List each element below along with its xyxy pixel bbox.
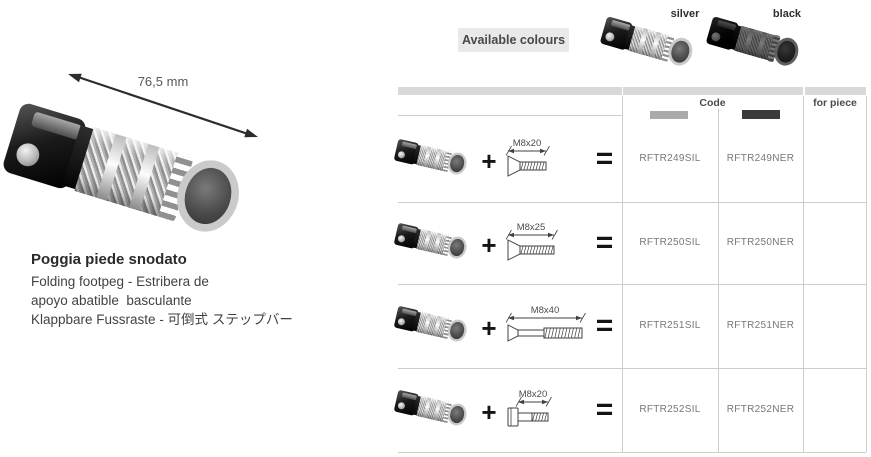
footpeg-image (1, 96, 248, 240)
table-header-strip (398, 87, 622, 95)
black-swatch (742, 110, 780, 119)
dimension-arrow: 76,5 mm (68, 73, 258, 138)
dimension-label: 76,5 mm (138, 74, 189, 89)
product-description: Folding footpeg - Estribera de apoyo aba… (31, 272, 293, 329)
code-black: RFTR252NER (726, 404, 795, 415)
colour-label-silver: silver (670, 8, 700, 20)
row-footpeg-image (393, 221, 523, 265)
table-gridline (398, 284, 866, 285)
plus-operator: + (481, 146, 497, 176)
bolt-diagram-countersunk-long: M8x40 (506, 305, 586, 342)
product-title: Poggia piede snodato (31, 251, 187, 268)
table-gridline (622, 96, 623, 452)
row-footpeg-image (393, 137, 523, 181)
bolt-size-label: M8x20 (519, 389, 548, 400)
table-gridline (718, 109, 719, 452)
bolt-size-label: M8x20 (513, 138, 542, 149)
code-header: Code (699, 97, 726, 109)
row-footpeg-image (393, 304, 523, 348)
bolt-diagram-countersunk: M8x25 (506, 222, 558, 261)
equals-operator: = (595, 226, 614, 259)
code-silver: RFTR252SIL (639, 404, 701, 415)
equals-operator: = (595, 393, 614, 426)
description-line: Klappbare Fussraste - 可倒式 ステップバー (31, 312, 293, 327)
bolt-diagram-socket-cap: M8x20 (507, 389, 552, 427)
table-gridline (398, 452, 866, 453)
code-black: RFTR250NER (726, 237, 795, 248)
bolt-size-label: M8x25 (517, 222, 546, 233)
piece-header: for piece (813, 97, 857, 109)
table-gridline (398, 202, 866, 203)
plus-operator: + (481, 397, 497, 427)
description-line: Folding footpeg - Estribera de (31, 274, 209, 289)
code-black: RFTR249NER (726, 153, 795, 164)
row-footpeg-image (393, 388, 523, 432)
equals-operator: = (595, 142, 614, 175)
description-line: apoyo abatible basculante (31, 293, 192, 308)
plus-operator: + (481, 313, 497, 343)
table-header-strip (805, 87, 866, 95)
code-silver: RFTR249SIL (639, 153, 701, 164)
code-black: RFTR251NER (726, 320, 795, 331)
plus-operator: + (481, 230, 497, 260)
colour-sample-black (705, 14, 838, 69)
table-gridline (398, 115, 622, 116)
code-silver: RFTR250SIL (639, 237, 701, 248)
silver-swatch (650, 111, 688, 119)
equals-operator: = (595, 309, 614, 342)
bolt-diagram-countersunk: M8x20 (506, 138, 550, 177)
table-gridline (803, 96, 804, 452)
table-gridline (398, 368, 866, 369)
code-silver: RFTR251SIL (639, 320, 701, 331)
colour-label-black: black (772, 8, 802, 20)
table-gridline (866, 96, 867, 452)
available-colours-label: Available colours (458, 28, 569, 52)
bolt-size-label: M8x40 (531, 305, 560, 316)
table-header-strip (623, 87, 803, 95)
